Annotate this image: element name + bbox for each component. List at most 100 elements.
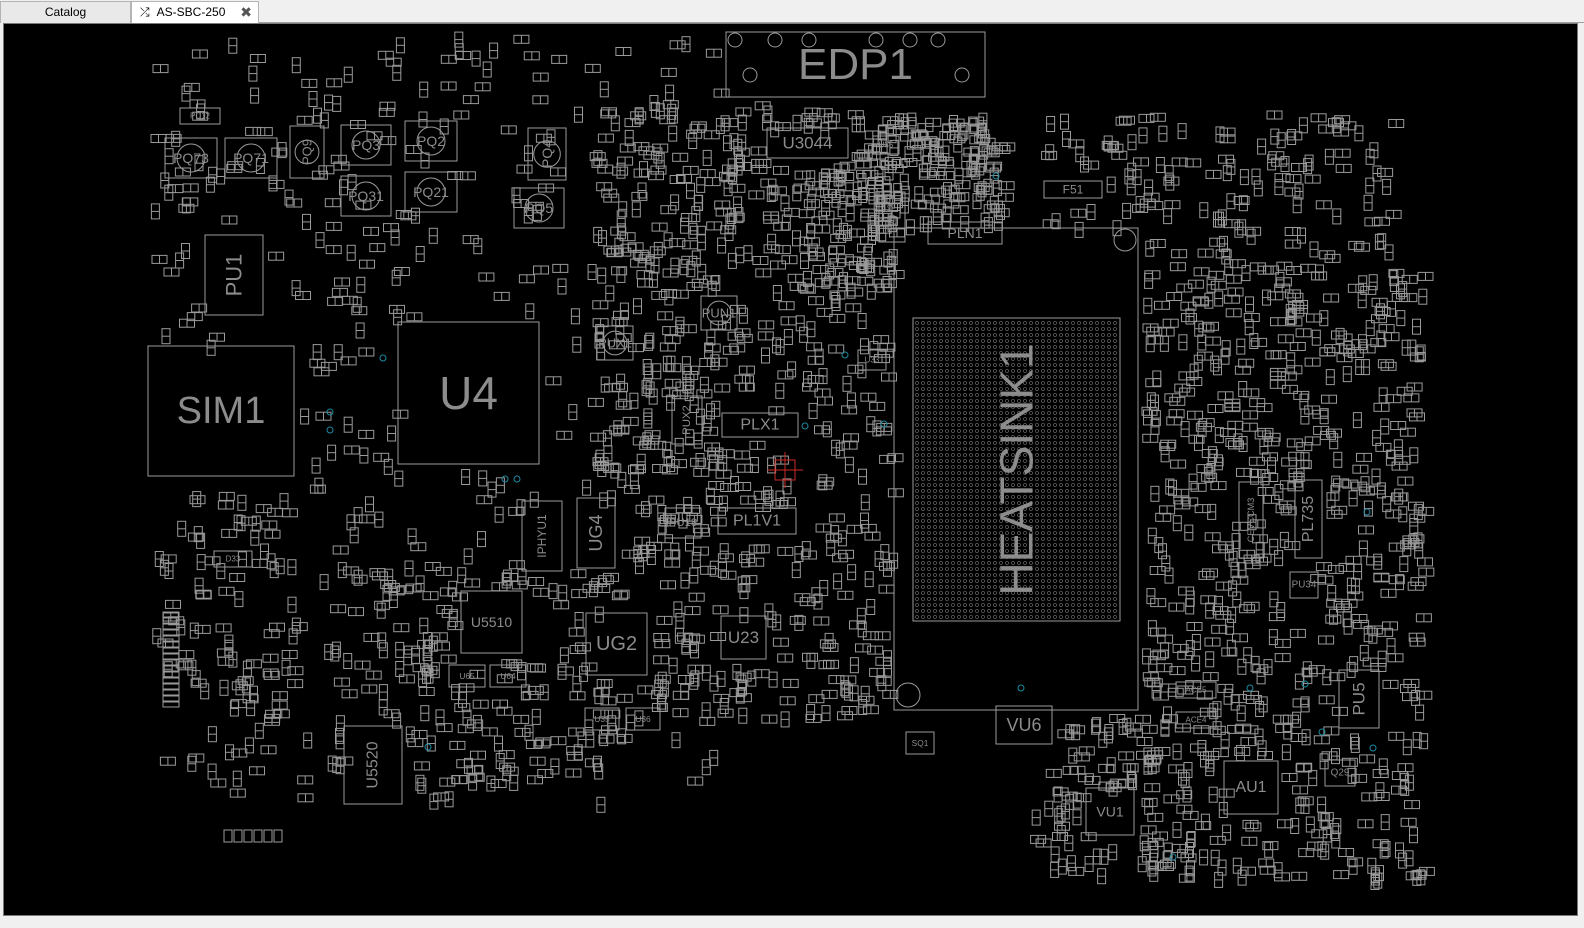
component-heatsink1[interactable] [912,317,1121,622]
connector-pin[interactable] [162,623,180,630]
connector-pin[interactable] [162,611,180,618]
edp-hole[interactable] [727,32,743,48]
component-pu5[interactable] [1338,669,1380,729]
cpu-frame[interactable] [893,227,1139,711]
connector-pin[interactable] [233,829,243,843]
via[interactable] [801,422,809,430]
via[interactable] [1301,680,1309,688]
via[interactable] [1369,744,1377,752]
close-icon[interactable]: ✖ [240,4,252,20]
connector-pin[interactable] [162,629,180,636]
component-pln1[interactable] [927,221,1003,245]
via[interactable] [424,743,432,751]
component-ug2[interactable] [585,612,648,676]
component-u3044-label: U3044 [782,134,832,153]
component-u23-label: U23 [728,628,759,647]
connector-pin[interactable] [162,683,180,690]
component-pl1v1[interactable] [717,507,797,535]
mount-hole[interactable] [895,682,921,708]
connector-pin[interactable] [162,617,180,624]
component-pq4[interactable] [527,127,567,181]
via[interactable] [1363,508,1371,516]
edp-hole[interactable] [930,32,946,48]
connector-pin[interactable] [263,829,273,843]
connector-pin[interactable] [162,671,180,678]
edp-hole[interactable] [954,67,970,83]
component-edp1[interactable] [725,31,986,98]
component-pu34[interactable] [1289,571,1319,599]
via[interactable] [841,351,849,359]
connector-pin[interactable] [162,659,180,666]
via[interactable] [880,420,888,428]
component-pq2[interactable] [404,120,458,162]
edp-hole[interactable] [868,32,884,48]
connector-pin[interactable] [162,647,180,654]
component-u36[interactable] [625,707,661,731]
component-pq21-label: PQ21 [413,184,449,200]
component-pu1[interactable] [204,234,264,316]
connector-pin[interactable] [162,701,180,708]
component-pu1-label: PU1 [222,254,247,297]
component-vu1[interactable] [1085,787,1135,836]
cursor-box[interactable] [774,459,796,481]
component-pux2[interactable] [671,395,703,445]
component-u4[interactable] [397,321,540,465]
component-u65-label: U65 [459,671,475,681]
via[interactable] [379,354,387,362]
component-sq1[interactable] [905,731,935,755]
via[interactable] [326,426,334,434]
edp-hole[interactable] [801,32,817,48]
connector-pin[interactable] [223,829,233,843]
component-sim1[interactable] [147,345,295,477]
edp-hole[interactable] [767,32,783,48]
via[interactable] [1246,684,1254,692]
component-au1[interactable] [1223,760,1279,815]
component-u3044[interactable] [766,127,849,159]
tab-catalog[interactable]: Catalog [0,1,131,23]
component-pq21[interactable] [404,171,458,213]
connector-pin[interactable] [162,641,180,648]
connector-pin[interactable] [243,829,253,843]
connector-pin[interactable] [162,695,180,702]
tab-as-sbc-250[interactable]: ⤮ AS-SBC-250 ✖ [131,1,259,23]
component-u5510[interactable] [460,590,523,654]
component-u23[interactable] [720,615,767,660]
via[interactable] [1318,728,1326,736]
connector-pin[interactable] [162,635,180,642]
component-plx1[interactable] [721,412,799,438]
via[interactable] [501,475,509,483]
connector-pin[interactable] [162,689,180,696]
tab-catalog-label: Catalog [44,5,87,19]
component-pun2[interactable] [878,191,906,243]
component-u5520[interactable] [343,725,403,805]
component-pun2-label: PUN2 [887,204,898,230]
mount-hole[interactable] [1113,228,1137,252]
via[interactable] [1169,853,1177,861]
connector-pin[interactable] [273,829,283,843]
component-pq31[interactable] [340,175,392,217]
via[interactable] [992,172,1000,180]
component-u33[interactable] [857,349,887,371]
component-pq31-label: PQ31 [348,188,384,204]
connector-pin[interactable] [253,829,263,843]
edp-hole[interactable] [742,67,758,83]
component-ug2-label: UG2 [596,633,637,655]
via[interactable] [513,475,521,483]
connector-pin[interactable] [162,665,180,672]
via[interactable] [326,408,334,416]
component-vu6[interactable] [995,705,1053,745]
connector-pin[interactable] [162,677,180,684]
component-f51[interactable] [1043,180,1103,199]
edp-hole[interactable] [902,32,918,48]
component-ace4[interactable] [1175,711,1217,729]
connector-pin[interactable] [162,653,180,660]
component-pq9[interactable] [289,125,325,179]
component-ug4[interactable] [576,497,616,569]
component-iphyu1[interactable] [521,500,563,572]
component-pl735[interactable] [1294,479,1323,559]
component-pl1v1-label: PL1V1 [733,513,781,530]
component-pq71[interactable] [224,137,278,179]
via[interactable] [1017,684,1025,692]
